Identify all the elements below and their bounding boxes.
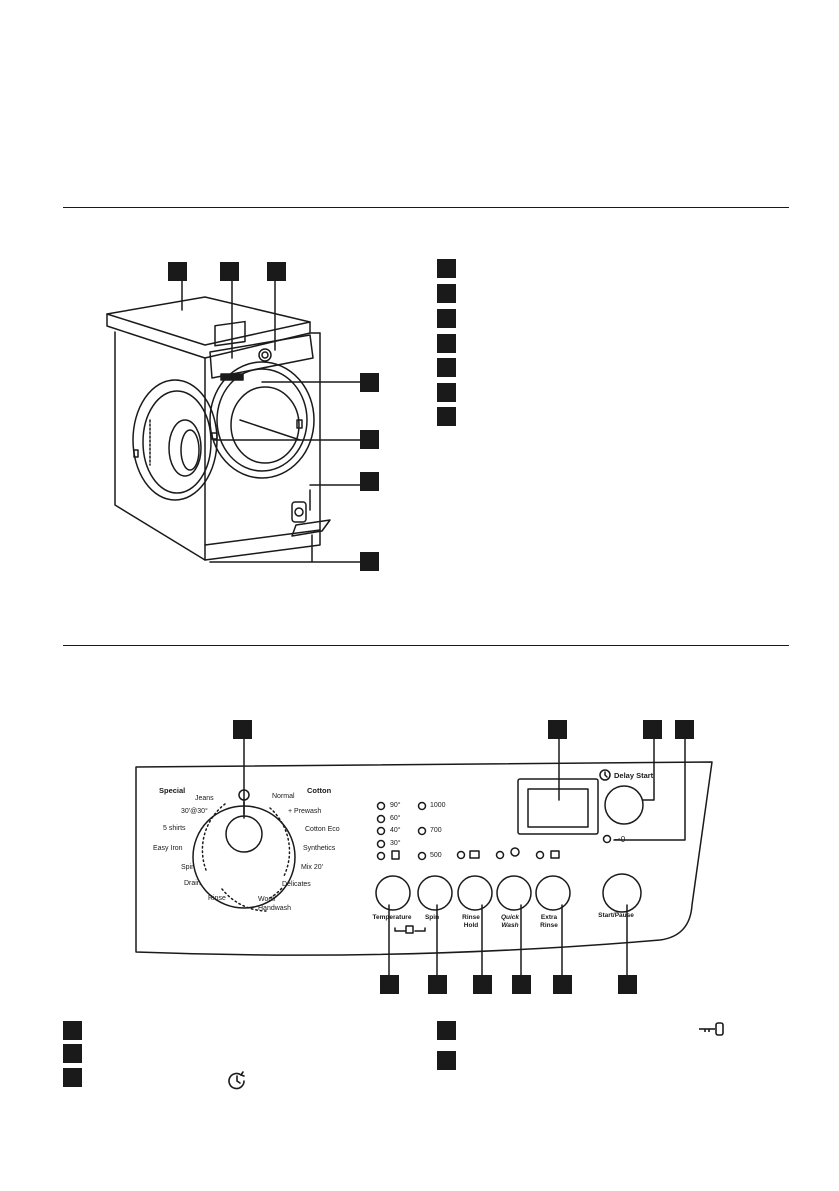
callout-marker — [380, 975, 399, 994]
callout-marker — [360, 373, 379, 392]
quick-wash-button-label: Quick — [500, 914, 520, 921]
child-lock-key-icon — [699, 1022, 724, 1036]
program-label: Mix 20' — [301, 864, 323, 871]
legend-marker — [437, 1021, 456, 1040]
section-rule-middle — [63, 645, 789, 646]
callout-marker — [360, 430, 379, 449]
callout-marker — [168, 262, 187, 281]
program-label: Spin — [181, 864, 196, 871]
callout-marker — [473, 975, 492, 994]
callout-marker — [360, 552, 379, 571]
legend-marker — [437, 284, 456, 303]
delay-start-clock-icon — [228, 1071, 245, 1090]
callout-marker — [675, 720, 694, 739]
legend-marker — [437, 1051, 456, 1070]
callout-marker — [618, 975, 637, 994]
program-label: Drain — [184, 880, 201, 887]
callout-marker — [267, 262, 286, 281]
program-label: Wool/ — [258, 896, 276, 903]
callout-marker — [360, 472, 379, 491]
callout-marker — [643, 720, 662, 739]
callout-marker — [548, 720, 567, 739]
program-label: Jeans — [195, 795, 214, 802]
temperature-label: 40° — [390, 827, 401, 834]
spin-button-label: Spin — [424, 914, 440, 921]
legend-marker — [437, 309, 456, 328]
legend-marker — [437, 259, 456, 278]
legend-marker — [63, 1021, 82, 1040]
spin-speed-label: 500 — [430, 852, 442, 859]
rinse-hold-button-label: Hold — [463, 922, 479, 929]
spin-speed-label: 1000 — [430, 802, 446, 809]
program-label: Handwash — [258, 905, 292, 912]
quick-wash-button-label: Wash — [501, 922, 519, 929]
temperature-label: 60° — [390, 815, 401, 822]
program-label: Cotton Eco — [305, 826, 340, 833]
group-label-special: Special — [159, 786, 186, 795]
legend-marker — [437, 383, 456, 402]
temperature-button-label: Temperature — [372, 914, 412, 921]
program-label: Easy Iron — [153, 845, 183, 852]
legend-marker — [437, 334, 456, 353]
program-label: 30'@30° — [181, 808, 208, 815]
temperature-label: 90° — [390, 802, 401, 809]
program-label: Normal — [272, 793, 295, 800]
program-label: Delicates — [282, 881, 311, 888]
legend-marker — [437, 407, 456, 426]
extra-rinse-button-label: Extra — [540, 914, 558, 921]
program-label: Rinse — [208, 895, 226, 902]
start-pause-button-label: Start/Pause — [598, 912, 634, 919]
callout-marker — [220, 262, 239, 281]
rinse-hold-button-label: Rinse — [462, 914, 480, 921]
callout-marker — [512, 975, 531, 994]
group-label-cotton: Cotton — [307, 786, 332, 795]
temperature-label: 30° — [390, 840, 401, 847]
callout-marker — [553, 975, 572, 994]
program-label: 5 shirts — [163, 825, 186, 832]
machine-illustration — [106, 273, 363, 563]
program-label: + Prewash — [288, 808, 322, 815]
program-label: Synthetics — [303, 845, 336, 852]
lock-icon: ⊸0 — [614, 835, 626, 844]
legend-marker — [63, 1044, 82, 1063]
legend-marker — [63, 1068, 82, 1087]
section-rule-top — [63, 207, 789, 208]
legend-marker — [437, 358, 456, 377]
extra-rinse-button-label: Rinse — [540, 922, 558, 929]
callout-marker — [428, 975, 447, 994]
callout-marker — [233, 720, 252, 739]
spin-speed-label: 700 — [430, 827, 442, 834]
delay-start-label: Delay Start — [614, 771, 654, 780]
